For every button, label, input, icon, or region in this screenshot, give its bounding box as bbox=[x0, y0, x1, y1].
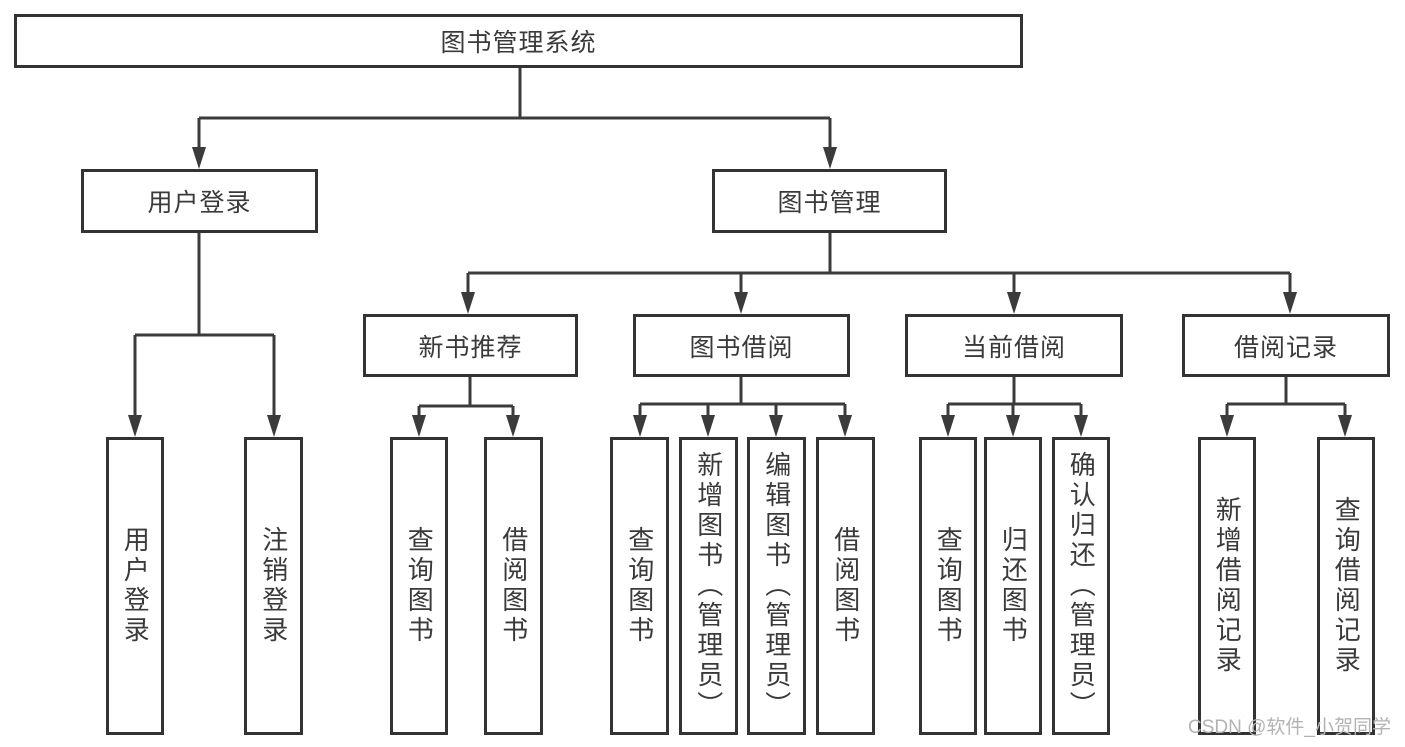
node-book-management-label: 图书管理 bbox=[777, 189, 882, 217]
leaf-br-add-record-label: 新增借阅记录 bbox=[1212, 496, 1243, 676]
leaf-br-add-record: 新增借阅记录 bbox=[1198, 437, 1256, 735]
leaf-cb-return-book-label: 归还图书 bbox=[998, 526, 1029, 646]
leaf-nb-query-book: 查询图书 bbox=[390, 437, 448, 735]
leaf-logout-login-label: 注销登录 bbox=[258, 526, 289, 646]
node-new-book-recommend: 新书推荐 bbox=[363, 314, 578, 377]
leaf-user-login: 用户登录 bbox=[106, 437, 164, 735]
leaf-bb-add-book-admin-label: 新增图书（管理员） bbox=[693, 451, 724, 721]
leaf-cb-return-book: 归还图书 bbox=[984, 437, 1042, 735]
leaf-bb-add-book-admin: 新增图书（管理员） bbox=[679, 437, 738, 735]
csdn-watermark: CSDN @软件_小贺同学 bbox=[1188, 717, 1391, 738]
leaf-cb-query-book: 查询图书 bbox=[919, 437, 977, 735]
leaf-bb-query-book: 查询图书 bbox=[610, 437, 669, 735]
leaf-cb-query-book-label: 查询图书 bbox=[933, 526, 964, 646]
node-book-management: 图书管理 bbox=[712, 169, 947, 233]
leaf-br-query-record-label: 查询借阅记录 bbox=[1331, 496, 1362, 676]
node-library-management-system-label: 图书管理系统 bbox=[440, 29, 597, 57]
leaf-user-login-label: 用户登录 bbox=[120, 526, 151, 646]
node-current-borrow: 当前借阅 bbox=[905, 314, 1123, 377]
leaf-cb-confirm-return-admin-label: 确认归还（管理员） bbox=[1066, 451, 1097, 721]
leaf-nb-borrow-book: 借阅图书 bbox=[484, 437, 543, 735]
leaf-nb-query-book-label: 查询图书 bbox=[404, 526, 435, 646]
node-user-login: 用户登录 bbox=[81, 169, 318, 233]
leaf-bb-edit-book-admin-label: 编辑图书（管理员） bbox=[761, 451, 792, 721]
node-borrow-record-label: 借阅记录 bbox=[1233, 333, 1338, 362]
node-borrow-record: 借阅记录 bbox=[1182, 314, 1390, 377]
node-current-borrow-label: 当前借阅 bbox=[961, 333, 1066, 362]
node-book-borrow: 图书借阅 bbox=[633, 314, 850, 377]
leaf-bb-edit-book-admin: 编辑图书（管理员） bbox=[747, 437, 806, 735]
leaf-nb-borrow-book-label: 借阅图书 bbox=[498, 526, 529, 646]
leaf-bb-query-book-label: 查询图书 bbox=[624, 526, 655, 646]
node-user-login-label: 用户登录 bbox=[147, 189, 252, 217]
node-book-borrow-label: 图书借阅 bbox=[689, 333, 794, 362]
node-new-book-recommend-label: 新书推荐 bbox=[418, 333, 523, 362]
leaf-logout-login: 注销登录 bbox=[244, 437, 303, 735]
leaf-cb-confirm-return-admin: 确认归还（管理员） bbox=[1052, 437, 1110, 735]
node-library-management-system: 图书管理系统 bbox=[14, 14, 1023, 68]
leaf-bb-borrow-book-label: 借阅图书 bbox=[830, 526, 861, 646]
leaf-br-query-record: 查询借阅记录 bbox=[1317, 437, 1375, 735]
leaf-bb-borrow-book: 借阅图书 bbox=[816, 437, 875, 735]
